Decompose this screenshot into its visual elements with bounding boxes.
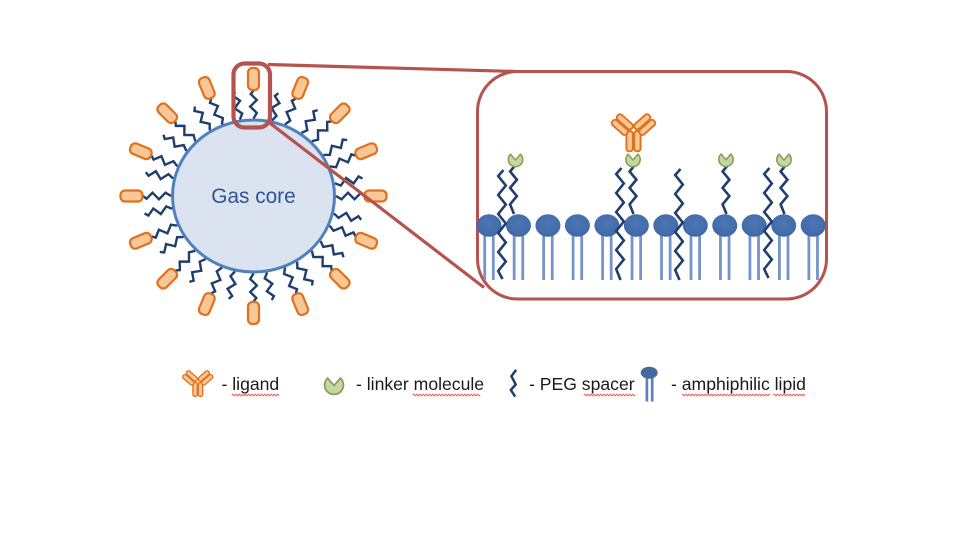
svg-text:- amphiphilic lipid: - amphiphilic lipid	[671, 374, 806, 394]
svg-text:- ligand: - ligand	[222, 374, 280, 394]
svg-text:- PEG spacer: - PEG spacer	[529, 374, 635, 394]
svg-text:Gas core: Gas core	[211, 185, 295, 208]
svg-text:- linker molecule: - linker molecule	[356, 374, 484, 394]
